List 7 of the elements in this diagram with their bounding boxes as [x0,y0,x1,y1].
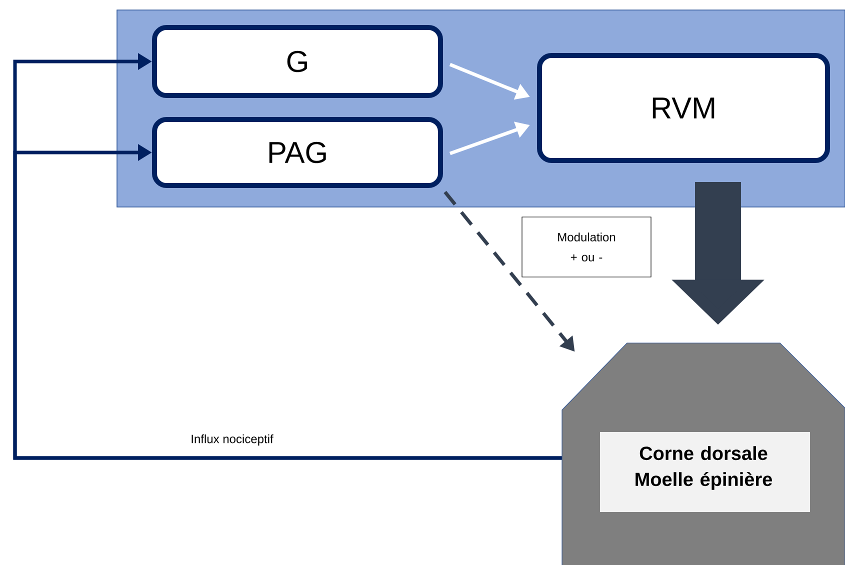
spinal-cord-block: Corne dorsale Moelle épinière [562,342,845,565]
edge-label: Influx nociceptif [190,433,274,447]
process-box: PAG [152,117,443,188]
process-box: RVM [537,53,830,163]
arrow [13,144,562,460]
note-box: Modulation + ou - [522,216,652,278]
process-box: G [152,25,443,98]
